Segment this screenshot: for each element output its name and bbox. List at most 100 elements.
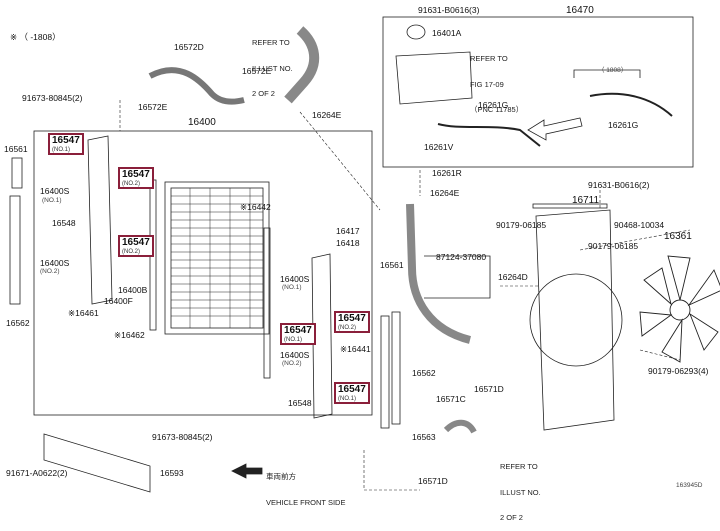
part-16562-right[interactable]: 16562	[412, 368, 436, 378]
refer-note-c-line-2: ILLUST NO.	[500, 487, 541, 497]
lower-baffle	[43, 433, 151, 493]
upper-range-note: （ 1808）	[598, 67, 628, 74]
part-91631-B0616-a[interactable]: 91631-B0616(3)	[418, 5, 480, 15]
parts-diagram	[9, 16, 720, 493]
part-16418[interactable]: 16418	[336, 238, 360, 248]
part-16548-right[interactable]: 16548	[288, 398, 312, 408]
radiator-core	[164, 181, 270, 335]
part-16562-left[interactable]: 16562	[6, 318, 30, 328]
hose-bracket	[424, 255, 491, 299]
highlighted-part-16547[interactable]: 16547 (NO.1)	[48, 133, 84, 155]
vehicle-front-jp: 車両前方	[266, 472, 296, 481]
highlighted-part-16547[interactable]: 16547 (NO.1)	[334, 382, 370, 404]
part-91631-B0616-b[interactable]: 91631-B0616(2)	[588, 180, 650, 190]
highlighted-part-label: 16547	[122, 169, 150, 180]
part-16441[interactable]: ※16441	[340, 344, 371, 354]
part-16462[interactable]: ※16462	[114, 330, 145, 340]
part-90179-06293[interactable]: 90179-06293(4)	[648, 366, 709, 376]
part-16571D-top[interactable]: 16571D	[474, 384, 504, 394]
fan-shroud	[535, 209, 615, 431]
highlighted-part-sub: (NO.2)	[122, 181, 140, 187]
radiator-assembly-frame	[33, 130, 373, 416]
part-16561-right[interactable]: 16561	[380, 260, 404, 270]
part-16548-left[interactable]: 16548	[52, 218, 76, 228]
highlighted-part-16547[interactable]: 16547 (NO.2)	[118, 235, 154, 257]
highlighted-part-16547[interactable]: 16547 (NO.1)	[280, 323, 316, 345]
part-16401A[interactable]: 16401A	[432, 28, 462, 38]
part-16400S-left-2[interactable]: 16400S	[40, 258, 70, 268]
highlighted-part-16547[interactable]: 16547 (NO.2)	[118, 167, 154, 189]
shroud-opening	[529, 273, 623, 367]
part-16400[interactable]: 16400	[188, 117, 216, 128]
part-16470[interactable]: 16470	[566, 5, 594, 16]
refer-note-c-line-1: REFER TO	[500, 462, 538, 471]
right-seal-strip	[263, 227, 271, 379]
flow-arrow	[527, 117, 583, 141]
part-16400S-left[interactable]: 16400S	[40, 186, 70, 196]
reservoir-cap	[406, 24, 426, 40]
part-16264E-mid[interactable]: 16264E	[430, 188, 460, 198]
vehicle-front-note: 車両前方 VEHICLE FRONT SIDE	[266, 456, 345, 516]
part-16572D[interactable]: 16572D	[174, 42, 204, 52]
seal-16561-right	[380, 315, 390, 429]
highlighted-part-label: 16547	[284, 325, 312, 336]
part-91673-80845-a[interactable]: 91673-80845(2)	[22, 93, 83, 103]
part-16261G-2[interactable]: 16261G	[608, 120, 639, 130]
part-16400S-right-1[interactable]: 16400S	[280, 274, 310, 284]
highlighted-part-16547[interactable]: 16547 (NO.2)	[334, 311, 370, 333]
range-bracket	[573, 69, 641, 78]
part-16461[interactable]: ※16461	[68, 308, 99, 318]
highlighted-part-label: 16547	[52, 135, 80, 146]
part-87124-37080[interactable]: 87124-37080	[436, 252, 487, 262]
drain-hose	[443, 419, 477, 434]
part-90468-10034[interactable]: 90468-10034	[614, 220, 665, 230]
part-91671-A0622[interactable]: 91671-A0622(2)	[6, 468, 68, 478]
part-16261R[interactable]: 16261R	[432, 168, 462, 178]
fan-shroud-frame	[532, 203, 608, 209]
part-90179-06185-a[interactable]: 90179-06185	[496, 220, 547, 230]
seal-16562-left	[9, 195, 21, 305]
part-16571C[interactable]: 16571C	[436, 394, 466, 404]
part-16572E-2[interactable]: 16572E	[242, 66, 272, 76]
part-16400S-right-1-sub: (NO.1)	[282, 284, 302, 291]
part-16264E-top[interactable]: 16264E	[312, 110, 342, 120]
part-16442[interactable]: ※16442	[240, 202, 271, 212]
range-note: ※ （ -1808）	[10, 32, 61, 42]
refer-note-a-line-1: REFER TO	[252, 38, 290, 47]
part-90179-06185-b[interactable]: 90179-06185	[588, 241, 639, 251]
part-16261V[interactable]: 16261V	[424, 142, 454, 152]
part-16400F[interactable]: 16400F	[104, 296, 133, 306]
part-16563[interactable]: 16563	[412, 432, 436, 442]
seal-16561-left	[11, 157, 23, 189]
refer-note-b-line-1: REFER TO	[470, 54, 508, 63]
part-16264D[interactable]: 16264D	[498, 272, 528, 282]
vehicle-front-arrow	[231, 463, 263, 479]
refer-note-a[interactable]: REFER TO ILLUST NO. 2 OF 2	[252, 22, 293, 107]
part-16561-left[interactable]: 16561	[4, 144, 28, 154]
refer-note-b-line-2: FIG 17-09	[470, 79, 504, 89]
highlighted-part-label: 16547	[122, 237, 150, 248]
part-16571D-bottom[interactable]: 16571D	[418, 476, 448, 486]
part-16400B[interactable]: 16400B	[118, 285, 148, 295]
part-16711[interactable]: 16711	[572, 195, 600, 206]
cooling-fan	[639, 255, 720, 363]
part-16361[interactable]: 16361	[664, 231, 692, 242]
lower-hose	[406, 203, 472, 344]
highlighted-part-sub: (NO.2)	[122, 249, 140, 255]
seal-16562-right	[391, 311, 401, 425]
part-16572E[interactable]: 16572E	[138, 102, 168, 112]
refer-note-c[interactable]: REFER TO ILLUST NO. 2 OF 2	[500, 446, 541, 531]
part-91673-80845-b[interactable]: 91673-80845(2)	[152, 432, 213, 442]
refer-note-a-line-2: ILLUST NO.	[252, 63, 293, 73]
part-16400S-right-2[interactable]: 16400S	[280, 350, 310, 360]
part-16400S-left-sub: (NO.1)	[42, 197, 62, 204]
upper-hose	[148, 67, 245, 105]
highlighted-part-label: 16547	[338, 313, 366, 324]
part-16593[interactable]: 16593	[160, 468, 184, 478]
right-tank	[311, 253, 333, 419]
part-16261G[interactable]: 16261G	[478, 100, 509, 110]
reservoir-assembly-frame	[382, 16, 694, 168]
overflow-hose-alt	[589, 92, 673, 117]
refer-note-b[interactable]: REFER TO FIG 17-09 （PNC 11785）	[470, 38, 523, 123]
part-16417[interactable]: 16417	[336, 226, 360, 236]
